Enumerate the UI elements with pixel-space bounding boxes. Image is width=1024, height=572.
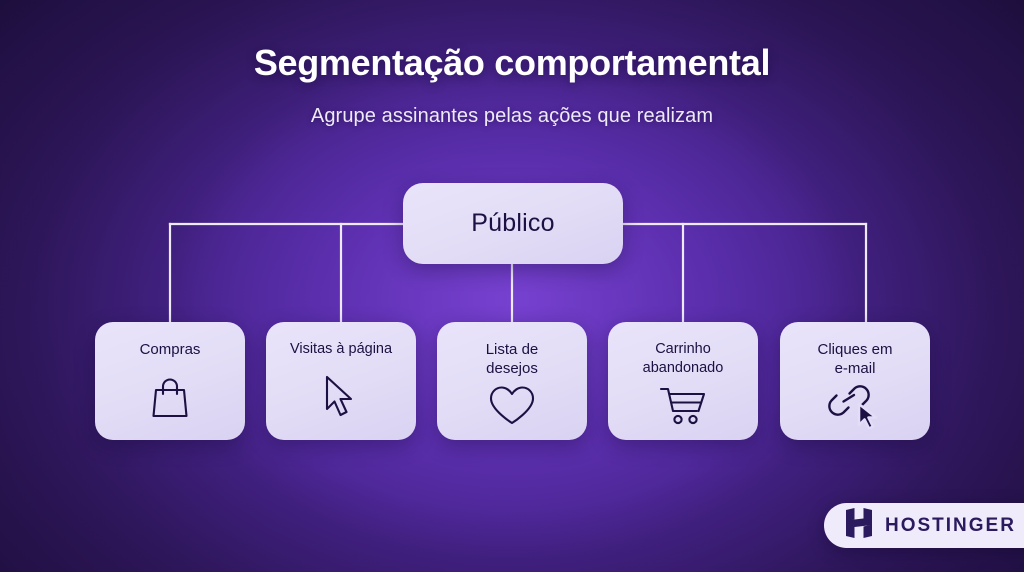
heart-icon xyxy=(437,378,587,440)
page-subtitle: Agrupe assinantes pelas ações que realiz… xyxy=(310,105,714,127)
diagram-node-carrinho-abandonado[interactable]: Carrinho abandonado xyxy=(608,322,758,440)
shopping-cart-icon xyxy=(608,378,758,440)
hostinger-brand-badge: HOSTINGER xyxy=(824,503,1024,548)
node-label: Cliques em e-mail xyxy=(817,341,893,377)
node-label: Carrinho abandonado xyxy=(642,341,724,376)
link-cursor-icon xyxy=(780,378,930,440)
hostinger-h-icon xyxy=(846,508,872,543)
node-label: Visitas à página xyxy=(289,341,393,357)
cursor-arrow-icon xyxy=(266,359,416,440)
diagram-root-node[interactable]: Público xyxy=(403,183,623,264)
hostinger-wordmark: HOSTINGER xyxy=(885,514,1016,536)
diagram-node-visitas-pagina[interactable]: Visitas à página xyxy=(266,322,416,440)
node-label: Lista de desejos xyxy=(485,341,539,377)
diagram-node-cliques-email[interactable]: Cliques em e-mail xyxy=(780,322,930,440)
page-title: Segmentação comportamental xyxy=(253,42,771,83)
shopping-bag-icon xyxy=(95,359,245,440)
root-node-label: Público xyxy=(471,209,555,237)
diagram-node-compras[interactable]: Compras xyxy=(95,322,245,440)
diagram-node-lista-desejos[interactable]: Lista de desejos xyxy=(437,322,587,440)
node-label: Compras xyxy=(139,341,201,358)
